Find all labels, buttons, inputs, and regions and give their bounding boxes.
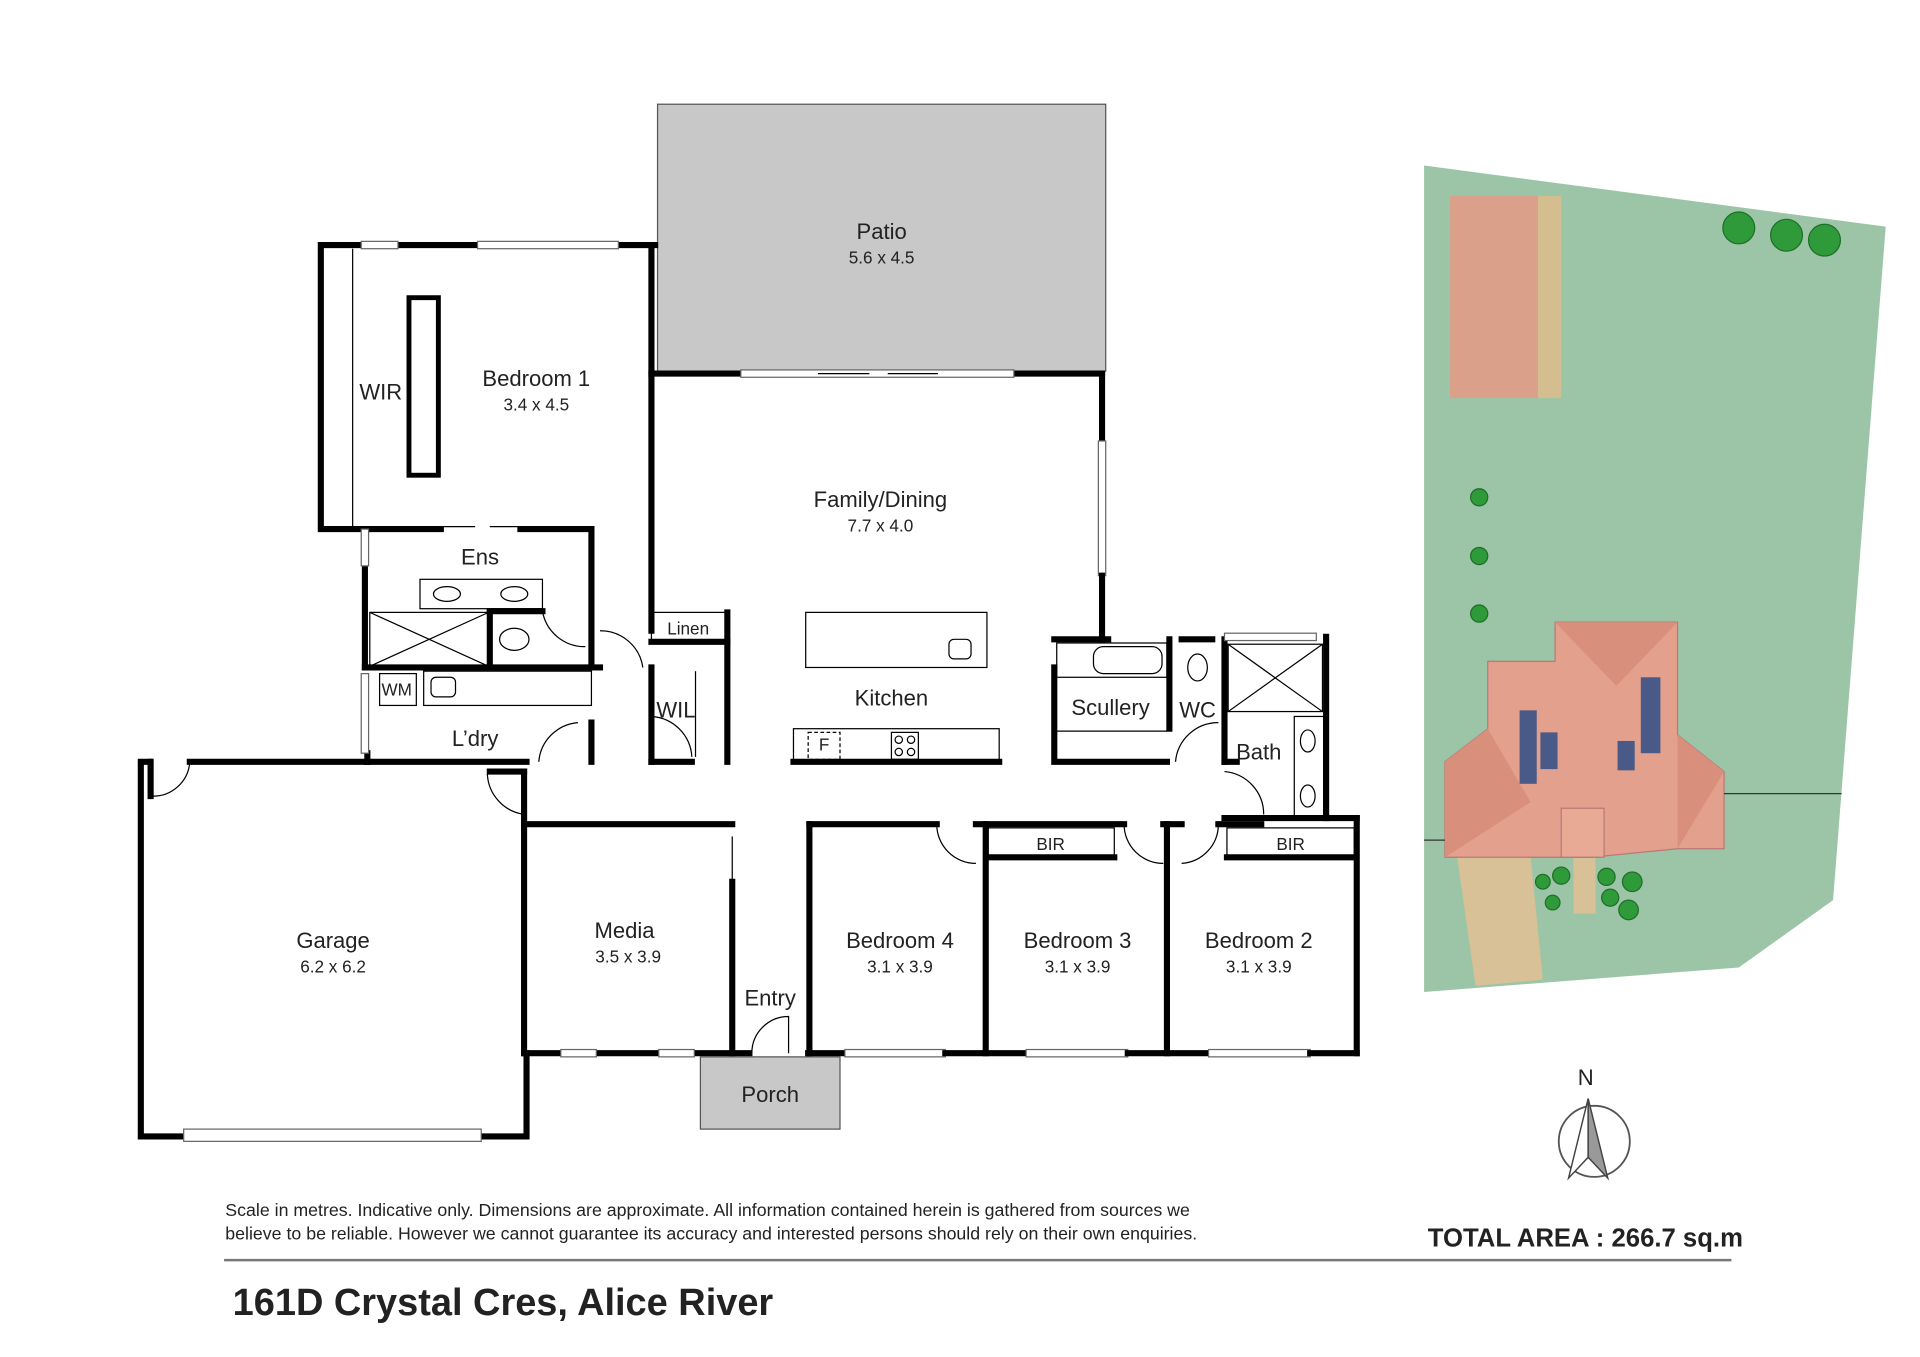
linen-wil: Linen WIL: [599, 609, 731, 765]
patio: Patio 5.6 x 4.5: [656, 103, 1107, 372]
room-label: Scullery: [1071, 695, 1149, 720]
room-label: WC: [1179, 698, 1216, 723]
laundry: WM L’dry: [360, 670, 595, 765]
bedrooms-front: BIR BIR Bedroom 4 3.1 x 3.9 Bedroom 3 3.…: [805, 815, 1360, 1058]
room-label: Porch: [741, 1082, 799, 1107]
room-label: Entry: [744, 985, 795, 1010]
room-dimensions: 7.7 x 4.0: [848, 516, 914, 536]
room-label: Garage: [296, 928, 369, 953]
room-label: Bath: [1236, 739, 1281, 764]
disclaimer-line-1: Scale in metres. Indicative only. Dimens…: [225, 1200, 1190, 1220]
disclaimer-line-2: believe to be reliable. However we canno…: [225, 1223, 1197, 1243]
room-dimensions: 3.1 x 3.9: [1226, 956, 1292, 976]
room-label: Bedroom 2: [1205, 928, 1313, 953]
trees: [1470, 211, 1842, 921]
property-address: 161D Crystal Cres, Alice River: [233, 1282, 774, 1324]
compass-label: N: [1578, 1065, 1594, 1090]
ensuite: Ens: [360, 526, 604, 671]
footer: Scale in metres. Indicative only. Dimens…: [224, 1200, 1743, 1324]
wet-areas: Scullery WC Bath: [1051, 632, 1330, 822]
garage: Garage 6.2 x 6.2: [137, 758, 530, 1142]
room-dimensions: 3.5 x 3.9: [595, 947, 661, 967]
room-dimensions: 6.2 x 6.2: [300, 956, 366, 976]
room-label: Family/Dining: [814, 487, 947, 512]
room-dimensions: 5.6 x 4.5: [849, 247, 915, 267]
room-dimensions: 3.1 x 3.9: [1045, 956, 1111, 976]
room-dimensions: 3.1 x 3.9: [867, 956, 933, 976]
media-entry: Media 3.5 x 3.9 Entry Porch: [521, 821, 841, 1130]
room-label: BIR: [1036, 834, 1065, 854]
room-label: Ens: [461, 545, 499, 570]
room-label: L’dry: [452, 726, 499, 751]
bedroom-1: WIR Bedroom 1 3.4 x 4.5: [317, 240, 659, 533]
house-roof: [1444, 621, 1725, 858]
room-label: BIR: [1276, 834, 1305, 854]
family-dining: Family/Dining 7.7 x 4.0 Kitchen F: [648, 241, 1107, 765]
fridge-label: F: [819, 735, 829, 755]
room-label: Bedroom 4: [846, 928, 954, 953]
room-label: Patio: [857, 219, 907, 244]
room-label: Media: [594, 918, 655, 943]
room-label: Bedroom 3: [1024, 928, 1132, 953]
shed-roof: [1449, 196, 1538, 399]
room-label: Bedroom 1: [482, 366, 590, 391]
room-label: Kitchen: [855, 685, 928, 710]
site-plan: [1424, 165, 1886, 992]
washing-machine-label: WM: [382, 680, 412, 700]
north-compass-icon: N: [1557, 1065, 1631, 1181]
total-area: TOTAL AREA : 266.7 sq.m: [1428, 1225, 1743, 1253]
room-label: WIL: [656, 698, 695, 723]
room-dimensions: 3.4 x 4.5: [503, 394, 569, 414]
room-label: WIR: [359, 379, 402, 404]
room-label: Linen: [667, 618, 709, 638]
